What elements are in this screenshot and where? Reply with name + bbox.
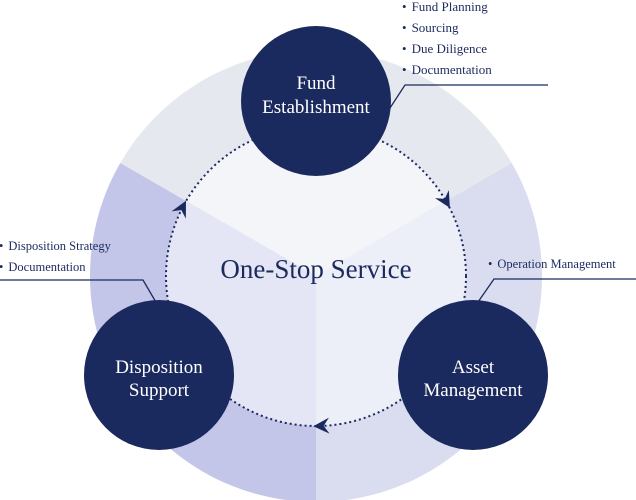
leader-line-asset — [477, 278, 636, 303]
node-label-line-1: Disposition — [115, 357, 203, 378]
leader-line-fund — [389, 84, 548, 109]
note-item: •Documentation — [0, 260, 86, 274]
arrow-asset-to-disposition-icon — [313, 417, 330, 434]
node-label-line-1: Asset — [452, 357, 495, 378]
node-label-line-2: Management — [423, 380, 523, 401]
node-disposition-support[interactable]: Disposition Support — [84, 300, 234, 450]
node-fund-establishment[interactable]: Fund Establishment — [241, 26, 391, 176]
note-item: •Documentation — [402, 62, 492, 77]
center-title: One-Stop Service — [220, 254, 411, 284]
notes-fund-establishment: •Fund Planning •Sourcing •Due Diligence … — [402, 0, 492, 80]
notes-asset-management: •Operation Management — [488, 254, 616, 275]
arrow-fund-to-asset-icon — [434, 190, 450, 208]
node-label-line-2: Establishment — [262, 97, 370, 118]
note-item: •Sourcing — [402, 20, 459, 35]
arrow-disposition-to-fund-icon — [171, 200, 186, 219]
leader-line-disposition — [0, 279, 158, 305]
node-label-line-2: Support — [129, 380, 190, 401]
node-label-line-1: Fund — [296, 73, 336, 94]
note-item: •Disposition Strategy — [0, 239, 111, 253]
note-item: •Fund Planning — [402, 0, 488, 14]
note-item: •Due Diligence — [402, 41, 488, 56]
node-asset-management[interactable]: Asset Management — [398, 300, 548, 450]
notes-disposition-support: •Disposition Strategy •Documentation — [0, 236, 111, 278]
note-item: •Operation Management — [488, 257, 616, 271]
